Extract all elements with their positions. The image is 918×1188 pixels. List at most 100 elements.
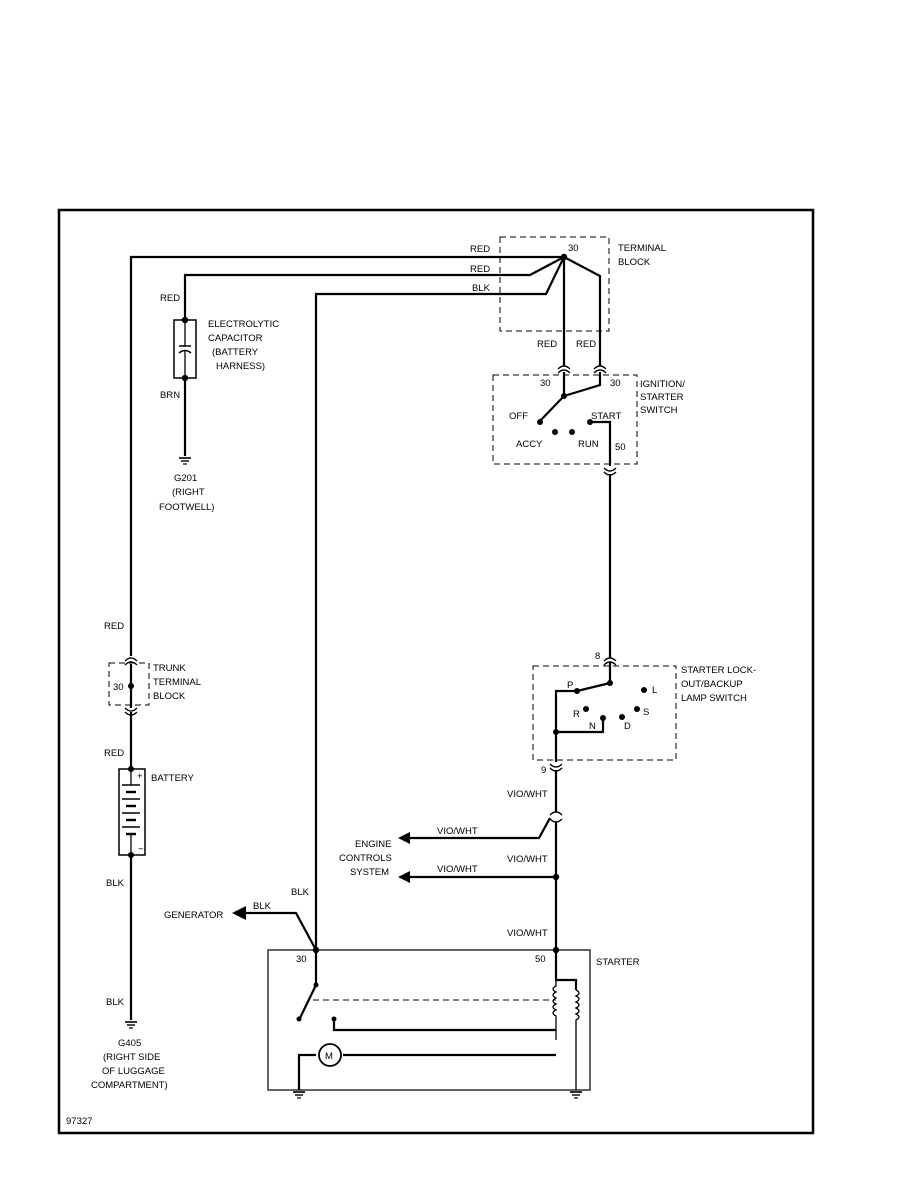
- lockout-pin-in: 8: [595, 651, 600, 662]
- lockout-label-2: OUT/BACKUP: [681, 679, 743, 690]
- wire-label-red-trunk-top: RED: [104, 621, 124, 632]
- battery-minus: −: [138, 844, 144, 855]
- ignition-connector-out: [603, 467, 617, 476]
- terminal-block-pin-30: 30: [568, 243, 579, 254]
- starter-coil-feed: [554, 950, 578, 990]
- engine-controls-label-1: ENGINE: [355, 839, 391, 850]
- wire-label-red-cap: RED: [160, 293, 180, 304]
- lockout-label-1: STARTER LOCK-: [681, 665, 756, 676]
- starter-solenoid-contact: [299, 984, 317, 1019]
- ignition-contact-accy: [552, 429, 558, 435]
- ignition-label-3: SWITCH: [640, 405, 678, 416]
- wire-label-vio-wht-ecs1: VIO/WHT: [437, 826, 478, 837]
- starter-motor-circuit: [297, 1053, 556, 1090]
- ground-g201-icon: [178, 457, 192, 465]
- generator-label: GENERATOR: [164, 910, 223, 921]
- wire-start-circuit: [590, 420, 612, 466]
- trunk-label-3: BLOCK: [153, 691, 186, 702]
- terminal-block-box: [499, 236, 610, 332]
- ignition-run-label: RUN: [578, 439, 599, 450]
- wire-label-brn-cap: BRN: [160, 390, 180, 401]
- ignition-label-2: STARTER: [640, 392, 684, 403]
- wire-label-red-top: RED: [470, 244, 490, 255]
- wire-red-capacitor: [183, 256, 565, 320]
- starter-box: [267, 949, 591, 1091]
- starter-hold-in-coil: [574, 989, 580, 1090]
- ground-g201-label-1: G201: [174, 473, 197, 484]
- splice-connector: [549, 811, 563, 823]
- capacitor-symbol: [178, 320, 192, 378]
- wire-label-vio-wht-ecs2: VIO/WHT: [437, 864, 478, 875]
- arrow-ecs-1: [398, 832, 410, 844]
- starter-motor-label: M: [325, 1051, 333, 1062]
- ignition-internal-bus: [562, 372, 602, 398]
- wire-blk-starter-feed: [314, 256, 565, 950]
- terminal-block-label-2: BLOCK: [618, 257, 651, 268]
- lockout-contact-l: [641, 687, 647, 693]
- engine-controls-label-2: CONTROLS: [339, 853, 392, 864]
- ignition-pin-right: 30: [610, 378, 621, 389]
- starter-motor: [318, 1043, 342, 1067]
- figure-id: 97327: [66, 1116, 92, 1127]
- lockout-internal-n: [554, 718, 605, 762]
- wire-label-blk-top: BLK: [472, 283, 491, 294]
- wire-vio-wht-ecs-1: [410, 817, 551, 840]
- trunk-label-2: TERMINAL: [153, 677, 201, 688]
- diagram-frame: [57, 208, 815, 1135]
- wire-red-ign-right: [563, 256, 602, 366]
- ignition-pin-out: 50: [615, 442, 626, 453]
- battery-cells: [122, 769, 140, 855]
- ground-g405-icon: [124, 1021, 138, 1029]
- capacitor-label-3: (BATTERY: [212, 347, 259, 358]
- wire-blk-generator: [246, 911, 317, 951]
- lockout-pos-p: P: [567, 680, 573, 691]
- ignition-connector-left: [557, 365, 571, 374]
- wire-label-blk-starter: BLK: [291, 887, 310, 898]
- lockout-node-out: [553, 729, 559, 735]
- ignition-start-label: START: [591, 411, 621, 422]
- ignition-accy-label: ACCY: [516, 439, 543, 450]
- wire-label-red-mid: RED: [470, 264, 490, 275]
- lockout-pos-s: S: [643, 707, 649, 718]
- lockout-pin-out: 9: [541, 765, 546, 776]
- ground-g405-label-3: OF LUGGAGE: [102, 1066, 165, 1077]
- lockout-contact-r: [583, 706, 589, 712]
- ground-g201-label-2: (RIGHT: [172, 487, 205, 498]
- ground-g201-label-3: FOOTWELL): [159, 502, 214, 513]
- battery-plus: +: [137, 771, 143, 782]
- wire-label-red-sw-left: RED: [537, 339, 557, 350]
- wire-red-main: [129, 255, 564, 656]
- capacitor-label-2: CAPACITOR: [208, 333, 263, 344]
- battery-label: BATTERY: [151, 773, 195, 784]
- trunk-pin-30: 30: [113, 682, 124, 693]
- ignition-switch-arm: [539, 395, 565, 422]
- arrow-generator: [232, 906, 246, 920]
- terminal-block-label-1: TERMINAL: [618, 243, 666, 254]
- ignition-off-label: OFF: [509, 411, 528, 422]
- starter-motor-feed: [332, 1019, 556, 1032]
- ground-g405-label-1: G405: [118, 1038, 141, 1049]
- lockout-connector-out: [549, 763, 563, 772]
- ignition-label-1: IGNITION/: [640, 379, 685, 390]
- wire-label-blk-gen: BLK: [253, 901, 272, 912]
- lockout-contact-d: [619, 714, 625, 720]
- wire-label-red-trunk-bottom: RED: [104, 748, 124, 759]
- starter-ground-right-icon: [569, 1091, 583, 1099]
- wire-label-red-sw-right: RED: [576, 339, 596, 350]
- starter-ground-left-icon: [292, 1091, 306, 1099]
- wire-label-vio-wht-1: VIO/WHT: [507, 789, 548, 800]
- capacitor-label-4: HARNESS): [216, 361, 265, 372]
- ignition-pin-left: 30: [540, 378, 551, 389]
- lockout-internal-p: [554, 689, 577, 732]
- ignition-contact-mid: [569, 429, 575, 435]
- lockout-pos-d: D: [624, 721, 631, 732]
- lockout-pos-l: L: [652, 685, 657, 696]
- starter-label: STARTER: [596, 957, 640, 968]
- lockout-label-3: LAMP SWITCH: [681, 693, 747, 704]
- ground-g405-label-2: (RIGHT SIDE: [103, 1052, 160, 1063]
- capacitor-label-1: ELECTROLYTIC: [208, 319, 279, 330]
- engine-controls-label-3: SYSTEM: [350, 867, 389, 878]
- starter-pull-in-coil: [552, 980, 558, 1040]
- starter-contact-bottom: [296, 1016, 302, 1022]
